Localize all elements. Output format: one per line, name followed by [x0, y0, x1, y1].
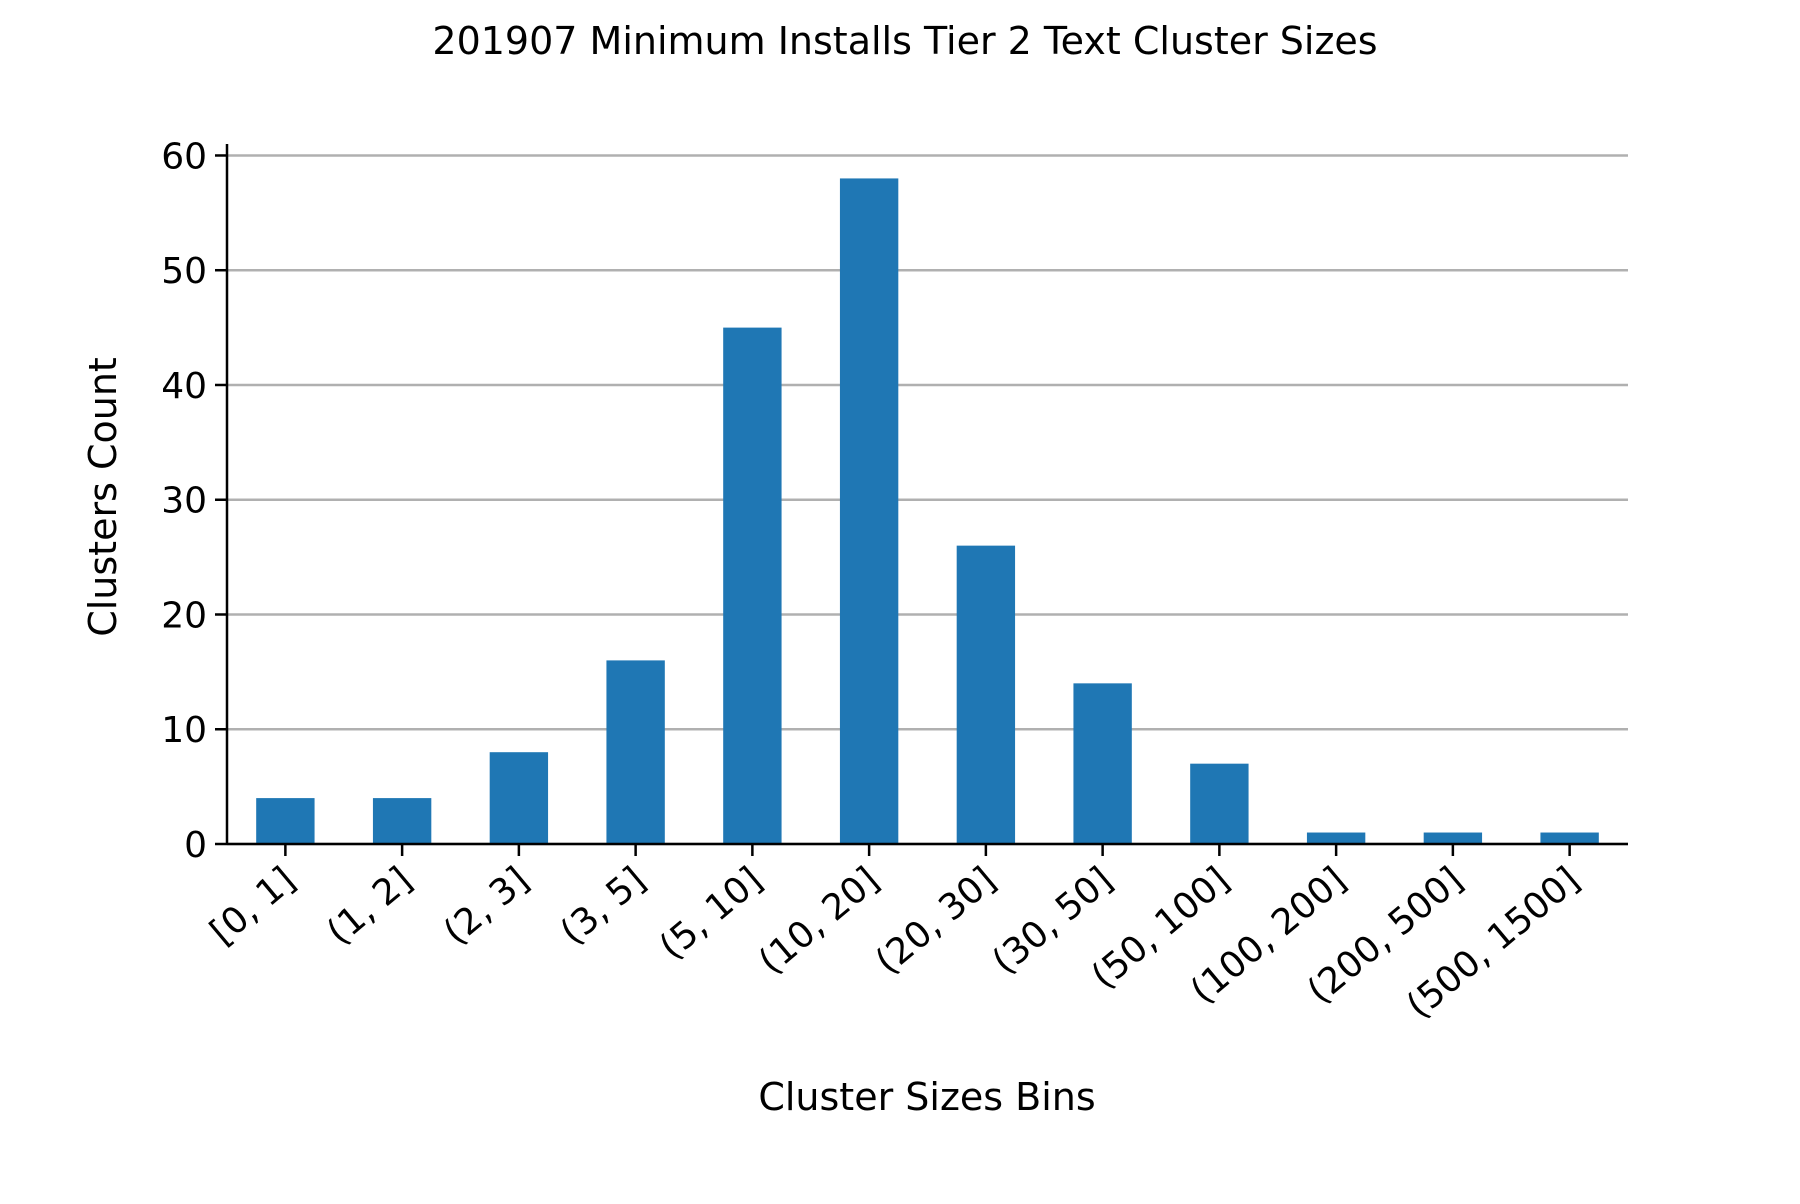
gridlines — [227, 154, 1628, 846]
axes — [225, 144, 1628, 846]
y-tick-label: 0 — [184, 825, 207, 866]
bar-2 — [372, 798, 432, 844]
y-tick-label: 30 — [161, 481, 207, 522]
bar-9 — [1190, 763, 1249, 844]
bar-12 — [1540, 832, 1599, 844]
bar-11 — [1423, 832, 1483, 844]
y-tick-label: 10 — [161, 710, 207, 751]
bar-5 — [723, 327, 782, 844]
y-tick-label: 40 — [161, 366, 207, 407]
x-tick-label: (10, 20] — [751, 859, 887, 982]
bar-8 — [1073, 683, 1132, 844]
x-ticks: [0, 1](1, 2](2, 3](3, 5](5, 10](10, 20](… — [203, 844, 1587, 1027]
bars — [256, 178, 1599, 845]
bar-7 — [956, 545, 1016, 844]
x-tick-label: (20, 30] — [868, 859, 1004, 982]
y-ticks: 0 10 20 30 40 50 60 — [161, 136, 227, 866]
y-tick-label: 60 — [161, 136, 207, 177]
x-tick-label: [0, 1] — [203, 859, 304, 953]
bar-3 — [489, 752, 549, 844]
y-tick-label: 50 — [161, 251, 207, 292]
bar-4 — [606, 660, 665, 844]
bar-1 — [256, 798, 315, 844]
x-tick-label: (3, 5] — [553, 859, 654, 953]
x-tick-label: (2, 3] — [436, 859, 537, 953]
chart-title: 201907 Minimum Installs Tier 2 Text Clus… — [432, 19, 1377, 63]
x-tick-label: (1, 2] — [319, 859, 420, 953]
y-axis-label: Clusters Count — [81, 357, 125, 637]
bar-10 — [1306, 832, 1366, 844]
x-axis-label: Cluster Sizes Bins — [758, 1075, 1095, 1119]
bar-6 — [839, 178, 899, 845]
y-tick-label: 20 — [161, 595, 207, 636]
